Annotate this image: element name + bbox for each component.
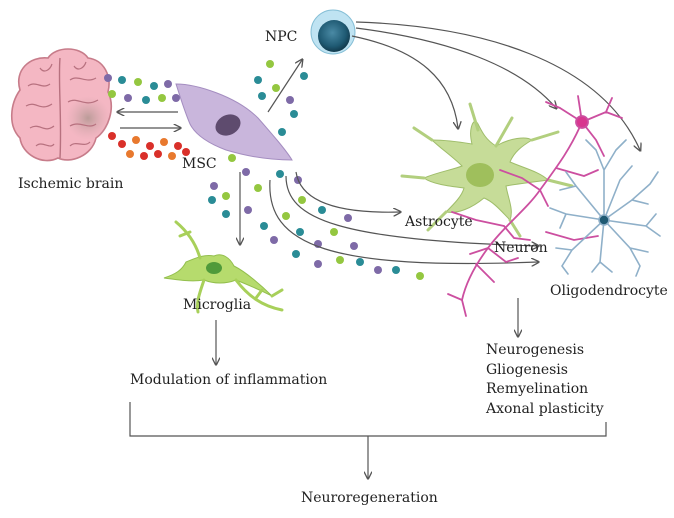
microglia-icon — [163, 220, 284, 314]
outcome-item: Axonal plasticity — [486, 400, 604, 417]
astrocyte-icon — [400, 102, 574, 238]
oligodendrocyte-icon — [549, 139, 661, 277]
brain-msc-arrows — [118, 112, 180, 128]
factor-dots-lower — [208, 154, 424, 280]
factor-dots-left — [104, 74, 190, 160]
msc-arrows — [240, 60, 538, 263]
msc-cell-icon — [175, 83, 293, 161]
outcome-item: Remyelination — [486, 381, 589, 397]
label-astrocyte: Astrocyte — [405, 214, 473, 230]
label-microglia: Microglia — [183, 297, 252, 313]
outcome-item: Gliogenesis — [486, 361, 568, 378]
npc-arrows — [351, 21, 640, 150]
brain-icon — [10, 48, 112, 162]
outcome-item: Neurogenesis — [486, 342, 585, 358]
label-oligodendrocyte: Oligodendrocyte — [550, 283, 668, 299]
label-msc: MSC — [182, 156, 217, 172]
label-neuron: Neuron — [494, 240, 548, 256]
neuron-icon — [447, 95, 623, 317]
factor-dots-npc — [254, 60, 308, 136]
label-neuroregeneration: Neuroregeneration — [301, 490, 438, 506]
npc-cell-icon — [310, 9, 356, 55]
label-modulation-of-inflammation: Modulation of inflammation — [130, 372, 328, 388]
flow-arrows — [129, 298, 607, 478]
label-npc: NPC — [265, 29, 298, 45]
outcome-list: Neurogenesis Gliogenesis Remyelination A… — [486, 341, 604, 419]
label-ischemic-brain: Ischemic brain — [18, 176, 124, 192]
